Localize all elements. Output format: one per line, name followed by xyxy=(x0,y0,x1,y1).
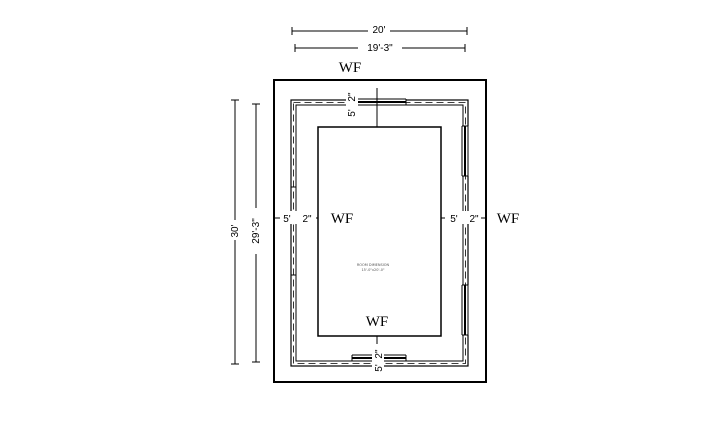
wf-label-left: WF xyxy=(331,211,354,227)
bottom-callout-2in: 2" xyxy=(374,349,385,359)
bottom-callout-5ft: 5' xyxy=(374,364,385,372)
right-callout-5ft: 5' xyxy=(450,214,458,225)
left-callout-2in: 2" xyxy=(302,214,312,225)
outer-foundation-outline xyxy=(273,79,487,383)
center-note-line1: ROOM DIMENSION xyxy=(357,263,390,267)
inner-room-outline xyxy=(317,126,442,337)
overall-width-label: 20' xyxy=(372,25,385,36)
wf-label-right: WF xyxy=(497,211,520,227)
top-callout-5ft: 5' xyxy=(347,109,358,117)
wf-label-bottom: WF xyxy=(366,314,389,330)
dimension-inner-depth: 29'-3" xyxy=(249,103,263,363)
dimension-overall-depth: 30' xyxy=(228,99,242,365)
right-callout-2in: 2" xyxy=(469,214,479,225)
inner-width-label: 19'-3" xyxy=(367,43,393,54)
top-callout-2in: 2" xyxy=(347,92,358,102)
overall-depth-label: 30' xyxy=(230,224,241,237)
inner-depth-label: 29'-3" xyxy=(251,218,262,244)
top-window xyxy=(351,98,407,106)
left-wall-break xyxy=(291,186,296,276)
center-note-line2: 15'-0"x20'-0" xyxy=(361,268,384,272)
dimension-inner-width: 19'-3" xyxy=(294,41,466,54)
left-callout-5ft: 5' xyxy=(283,214,291,225)
wf-label-top: WF xyxy=(339,60,362,76)
right-window-lower xyxy=(461,284,469,336)
right-window-upper xyxy=(461,125,469,177)
dimension-overall-width: 20' xyxy=(291,24,468,36)
